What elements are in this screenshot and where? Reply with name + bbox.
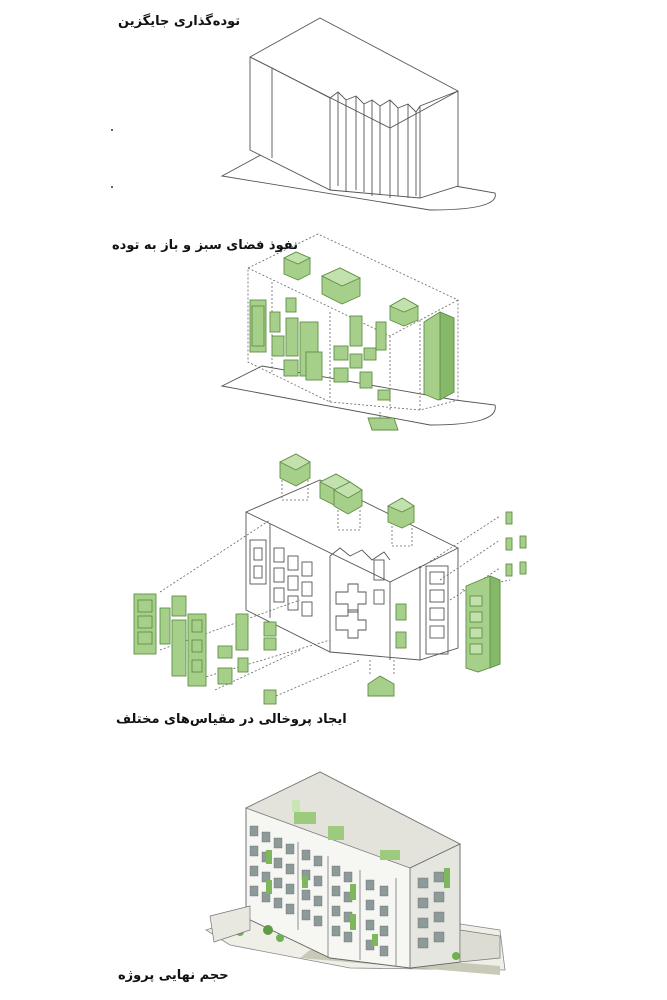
step-3-exploded <box>133 453 527 705</box>
site-plane <box>220 149 496 211</box>
stray-dot <box>111 186 113 188</box>
step-1-label: توده‌گذاری جایگزین <box>118 14 241 29</box>
step-1-massing <box>220 17 496 211</box>
step-2-green <box>220 233 496 431</box>
step-4-label: حجم نهایی پروژه <box>118 968 229 983</box>
step-2-label: نفوذ فضای سبز و باز به توده <box>112 238 298 253</box>
step-3-label: ایجاد پروخالی در مقیاس‌های مختلف <box>116 712 347 727</box>
site-plane <box>220 365 496 426</box>
stray-dot <box>111 129 113 131</box>
step-4-final-volume <box>205 771 506 975</box>
